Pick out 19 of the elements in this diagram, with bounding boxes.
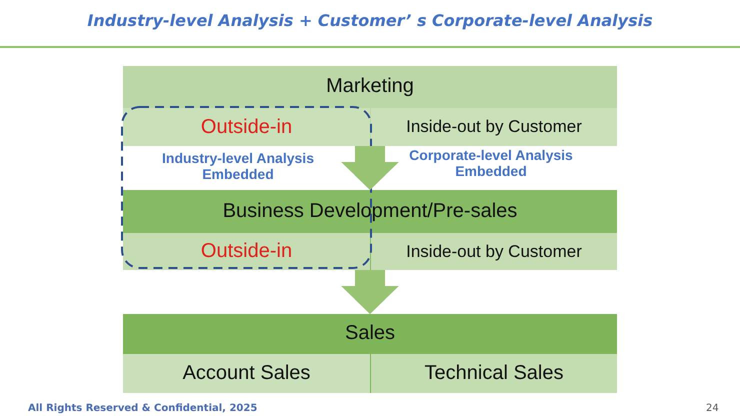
slide-title: Industry-level Analysis + Customer’ s Corporate-level Analysis bbox=[87, 11, 653, 30]
stage-title: Sales bbox=[344, 322, 396, 345]
stage-band bbox=[123, 190, 617, 270]
approach-cell: Inside-out by Customer bbox=[371, 108, 617, 146]
analysis-note: Corporate-level Analysis Embedded bbox=[408, 147, 574, 180]
approach-cell: Outside-in bbox=[123, 233, 370, 270]
analysis-note: Industry-level Analysis Embedded bbox=[161, 150, 315, 182]
stage-band bbox=[123, 66, 617, 146]
block-arrow bbox=[341, 270, 399, 314]
stage-band bbox=[123, 314, 617, 393]
block-arrow bbox=[341, 146, 399, 190]
sales-role-cell: Technical Sales bbox=[371, 354, 617, 393]
sales-role-cell: Account Sales bbox=[123, 354, 370, 393]
copyright-footer: All Rights Reserved & Confidential, 2025 bbox=[28, 403, 258, 414]
approach-cell: Inside-out by Customer bbox=[371, 233, 617, 270]
stage-title: Business Development/Pre-sales bbox=[222, 200, 518, 222]
stage-title: Marketing bbox=[326, 75, 414, 98]
approach-cell: Outside-in bbox=[123, 108, 370, 146]
page-number: 24 bbox=[706, 403, 719, 414]
